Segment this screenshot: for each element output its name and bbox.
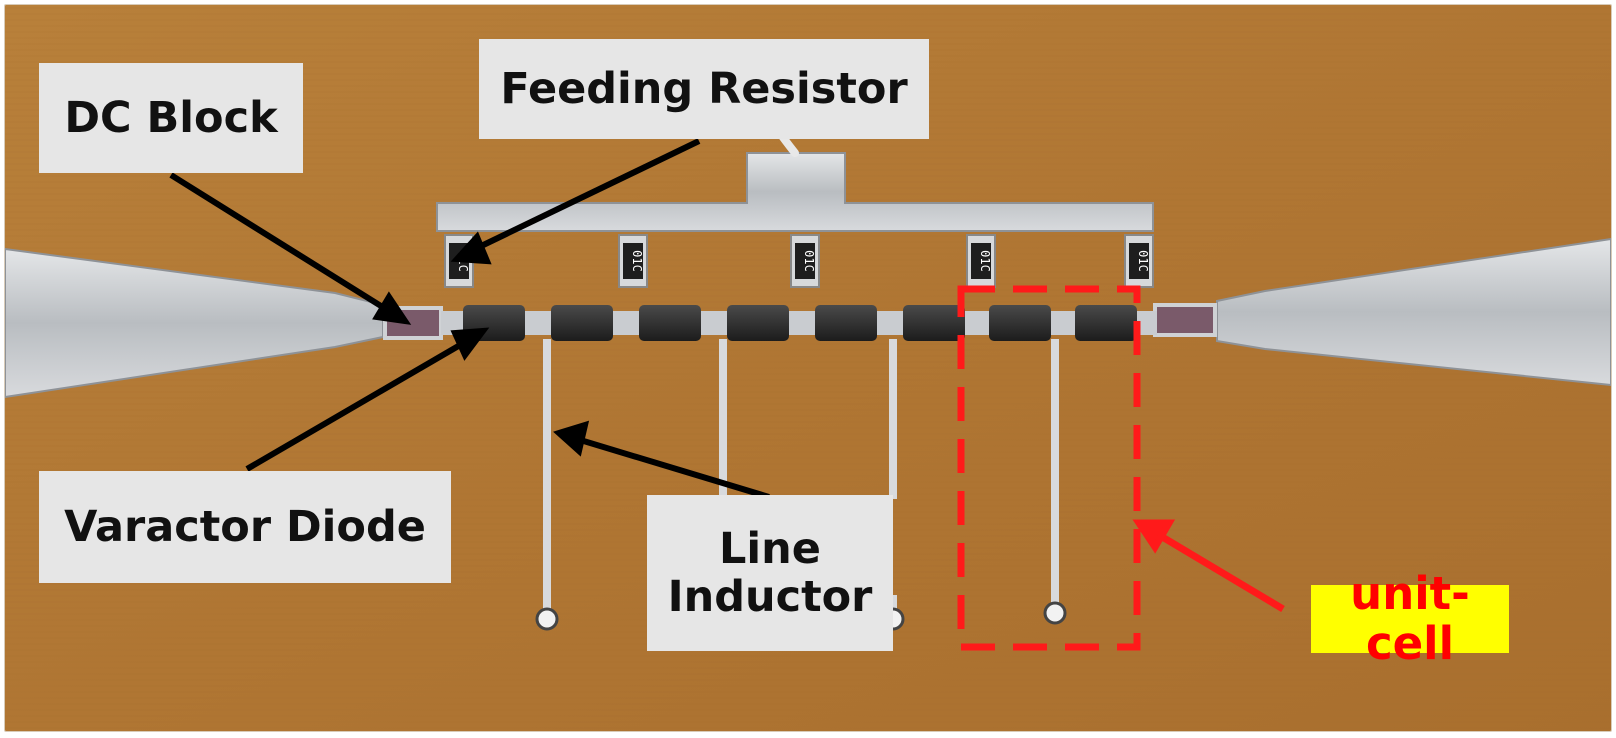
dc-block-label-text: DC Block	[64, 92, 278, 143]
unit-cell-arrow	[1157, 531, 1285, 613]
varactor-diode	[815, 305, 877, 341]
line-inductor-2	[719, 339, 727, 499]
dc-block-label: DC Block	[39, 63, 303, 173]
varactor-diode	[639, 305, 701, 341]
varactor-diode-arrow	[245, 338, 469, 472]
varactor-diode	[727, 305, 789, 341]
feeding-resistor-label: Feeding Resistor	[479, 39, 929, 139]
unit-cell-label-text: unit-cell	[1350, 566, 1470, 670]
varactor-diodes	[463, 305, 1137, 341]
unit-cell-outline	[957, 285, 1141, 651]
feeding-resistor-2: 01C	[618, 234, 648, 288]
varactor-diode	[551, 305, 613, 341]
line-inductor-arrow	[576, 436, 770, 500]
right-feed-taper	[1216, 237, 1611, 387]
line-inductor-label-line2: Inductor	[667, 572, 873, 622]
dc-block-capacitor-right	[1153, 303, 1217, 337]
bias-feed-bar	[436, 152, 1154, 232]
feeding-resistor-arrow	[473, 138, 701, 252]
line-inductor-label-line1: Line	[719, 523, 821, 574]
feeding-resistor-3: 01C	[790, 234, 820, 288]
dc-block-arrow	[169, 172, 391, 314]
line-inductor-1	[535, 339, 559, 631]
varactor-diode-label-text: Varactor Diode	[64, 501, 426, 552]
line-inductor-4	[1043, 339, 1067, 625]
varactor-diode-label: Varactor Diode	[39, 471, 451, 583]
feeding-resistor-label-text: Feeding Resistor	[500, 63, 908, 114]
resistor-marking: 01C	[978, 250, 992, 272]
resistor-marking: 01C	[1136, 250, 1150, 272]
feeding-resistor-5: 01C	[1124, 234, 1154, 288]
resistor-marking: 01C	[802, 250, 816, 272]
varactor-diode	[1075, 305, 1137, 341]
feeding-resistor-4: 01C	[966, 234, 996, 288]
resistor-marking: 01C	[630, 250, 644, 272]
varactor-diode	[989, 305, 1051, 341]
pcb-photo: 01C 01C 01C 01C 01C	[4, 4, 1612, 732]
line-inductor-label: Line Inductor	[647, 495, 893, 651]
varactor-diode	[903, 305, 965, 341]
unit-cell-label: unit-cell	[1311, 568, 1509, 669]
